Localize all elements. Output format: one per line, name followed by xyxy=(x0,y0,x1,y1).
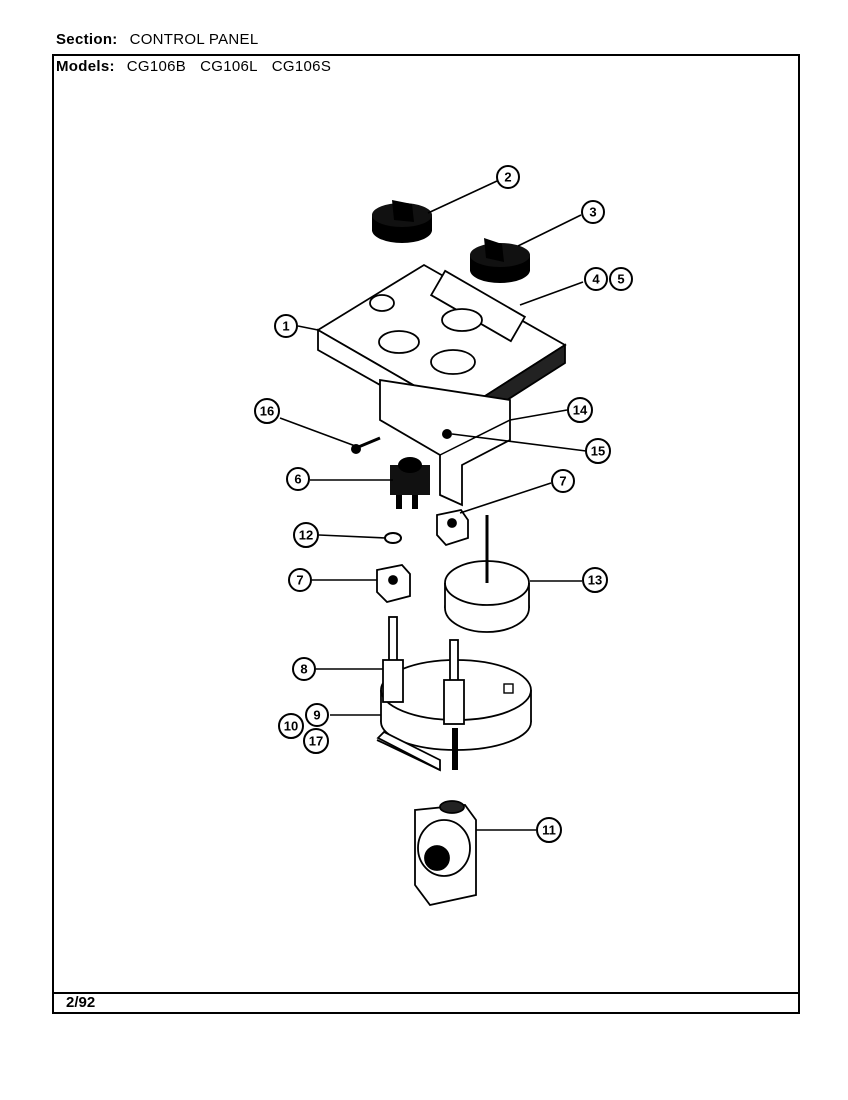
models-heading: Models: CG106B CG106L CG106S xyxy=(56,58,331,75)
washer-part-12 xyxy=(384,532,402,544)
svg-text:7: 7 xyxy=(296,573,303,588)
svg-text:6: 6 xyxy=(294,472,301,487)
section-heading: Section: CONTROL PANEL xyxy=(56,31,259,48)
footer-bar xyxy=(52,992,800,1014)
svg-text:3: 3 xyxy=(589,205,596,220)
svg-text:16: 16 xyxy=(260,404,274,419)
svg-text:1: 1 xyxy=(282,319,289,334)
svg-text:10: 10 xyxy=(284,719,298,734)
callout-9: 9 xyxy=(305,703,329,727)
callout-7: 7 xyxy=(551,469,575,493)
clip-part-7 xyxy=(436,508,469,547)
footer-date: 2/92 xyxy=(66,994,96,1011)
callout-17: 17 xyxy=(303,728,329,754)
svg-text:9: 9 xyxy=(313,708,320,723)
model-number: CG106S xyxy=(271,58,332,75)
screw-part-16 xyxy=(351,436,381,454)
callout-15: 15 xyxy=(585,438,611,464)
callout-13: 13 xyxy=(582,567,608,593)
svg-text:11: 11 xyxy=(542,823,556,838)
callout-5: 5 xyxy=(609,267,633,291)
clip-part-7 xyxy=(376,564,411,604)
svg-text:13: 13 xyxy=(588,573,602,588)
svg-text:2: 2 xyxy=(504,170,511,185)
model-number: CG106B xyxy=(126,58,187,75)
clock-part-13 xyxy=(444,515,530,633)
svg-text:4: 4 xyxy=(592,272,600,287)
leader-lines xyxy=(279,180,587,831)
callout-3: 3 xyxy=(581,200,605,224)
callout-8: 8 xyxy=(292,657,316,681)
callout-10: 10 xyxy=(278,713,304,739)
switch-part-6 xyxy=(390,457,430,509)
svg-text:8: 8 xyxy=(300,662,307,677)
svg-text:17: 17 xyxy=(309,734,323,749)
section-label: Section: xyxy=(56,31,118,48)
callout-6: 6 xyxy=(286,467,310,491)
terminal-part-8 xyxy=(382,616,465,725)
diagram-frame xyxy=(52,54,800,1014)
callout-2: 2 xyxy=(496,165,520,189)
svg-text:15: 15 xyxy=(591,444,605,459)
svg-text:14: 14 xyxy=(573,403,588,418)
knob-part-3 xyxy=(470,238,530,283)
valve-part-11 xyxy=(414,800,477,907)
nut-part-15 xyxy=(442,429,452,439)
callout-1: 1 xyxy=(274,314,298,338)
callout-7: 7 xyxy=(288,568,312,592)
callout-14: 14 xyxy=(567,397,593,423)
svg-text:5: 5 xyxy=(617,272,624,287)
model-number: CG106L xyxy=(200,58,258,75)
section-value: CONTROL PANEL xyxy=(129,31,259,48)
knob-part-2 xyxy=(372,200,432,243)
callout-4: 4 xyxy=(584,267,608,291)
callout-11: 11 xyxy=(536,817,562,843)
svg-text:12: 12 xyxy=(299,528,313,543)
models-label: Models: xyxy=(56,58,115,75)
callout-16: 16 xyxy=(254,398,280,424)
svg-text:7: 7 xyxy=(559,474,566,489)
callout-12: 12 xyxy=(293,522,319,548)
